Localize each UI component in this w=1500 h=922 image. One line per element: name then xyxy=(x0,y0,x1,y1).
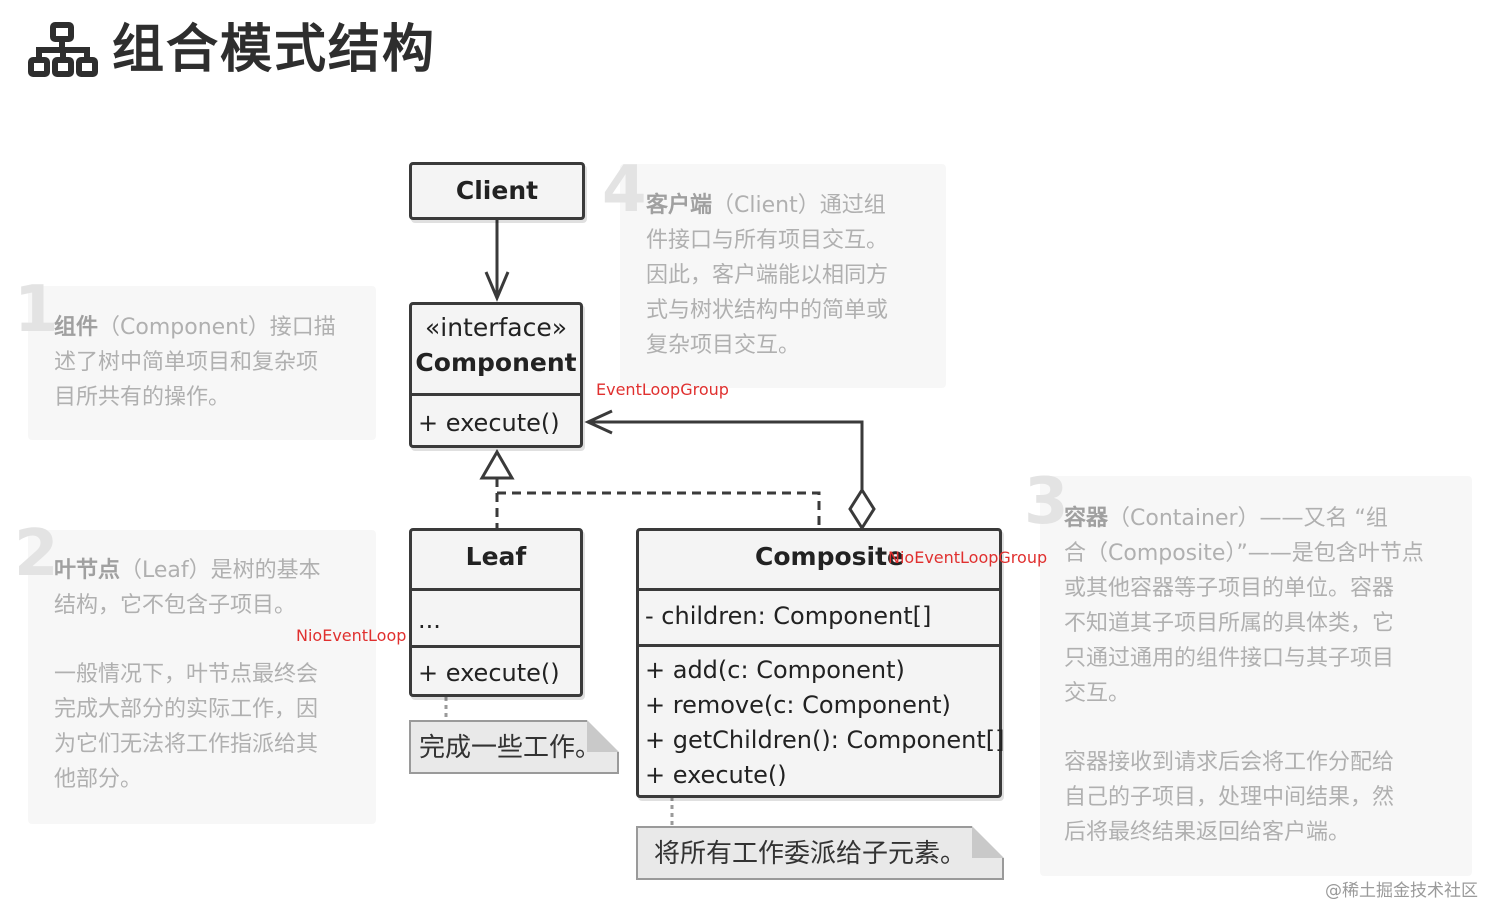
panel-number-1: 1 xyxy=(14,273,59,347)
class-component: «interface» Component + execute() xyxy=(409,302,583,448)
aggregation-arrowhead xyxy=(584,409,613,435)
class-client: Client xyxy=(409,162,585,220)
leaf-field: ... xyxy=(418,606,441,634)
composite-method: + getChildren(): Component[] xyxy=(645,726,1005,754)
aggregation-diamond xyxy=(848,487,876,531)
leaf-note: 完成一些工作。 xyxy=(409,720,619,774)
panel-client-description xyxy=(620,164,946,388)
class-component-name: Component xyxy=(415,348,577,377)
leaf-method: + execute() xyxy=(418,659,560,687)
composite-note-text: 将所有工作委派给子元素。 xyxy=(654,839,967,869)
composite-realization-line xyxy=(497,491,821,528)
composite-field: - children: Component[] xyxy=(645,602,932,630)
composite-method: + remove(c: Component) xyxy=(645,691,951,719)
composite-method: + execute() xyxy=(645,761,787,789)
panel-leaf-description xyxy=(28,530,376,824)
client-arrowhead xyxy=(484,271,510,302)
note-fold-icon xyxy=(587,720,619,752)
page-title: 组合模式结构 xyxy=(112,20,437,80)
panel-2-text: 叶节点（Leaf）是树的基本 结构，它不包含子项目。 一般情况下，叶节点最终会 … xyxy=(54,558,321,792)
note-fold-icon xyxy=(972,826,1004,858)
annotation-component: EventLoopGroup xyxy=(596,380,729,399)
watermark: @稀土掘金技术社区 xyxy=(1325,881,1478,901)
class-composite: Composite - children: Component[] + add(… xyxy=(636,528,1005,798)
realization-triangle xyxy=(479,448,515,480)
leaf-note-text: 完成一些工作。 xyxy=(419,733,602,763)
panel-3-bold: 容器 xyxy=(1064,506,1109,531)
class-leaf-name: Leaf xyxy=(465,542,527,571)
panel-number-2: 2 xyxy=(14,517,59,591)
panel-number-4: 4 xyxy=(602,153,647,227)
annotation-composite: NioEventLoopGroup xyxy=(888,548,1048,567)
panel-component-description xyxy=(28,286,376,440)
class-leaf: Leaf ... + execute() xyxy=(409,528,583,697)
aggregation-line xyxy=(588,420,864,496)
panel-1-bold: 组件 xyxy=(54,315,99,340)
panel-container-description xyxy=(1040,476,1472,876)
panel-3-text: 容器（Container）——又名 “组 合（Composite）”——是包含叶… xyxy=(1064,506,1424,845)
panel-4-bold: 客户端 xyxy=(646,193,713,218)
panel-number-3: 3 xyxy=(1024,465,1069,539)
panel-2-bold: 叶节点 xyxy=(54,558,121,583)
composite-note: 将所有工作委派给子元素。 xyxy=(636,826,1004,880)
class-component-stereotype: «interface» xyxy=(424,313,568,342)
class-client-name: Client xyxy=(455,176,539,205)
annotation-leaf: NioEventLoop xyxy=(296,626,407,645)
hierarchy-icon xyxy=(28,22,98,77)
panel-4-text: 客户端（Client）通过组 件接口与所有项目交互。 因此，客户端能以相同方 式… xyxy=(646,193,889,358)
class-composite-name: Composite xyxy=(755,542,904,571)
composite-method: + add(c: Component) xyxy=(645,656,905,684)
panel-1-text: 组件（Component）接口描 述了树中简单项目和复杂项 目所共有的操作。 xyxy=(54,315,336,410)
component-method: + execute() xyxy=(418,409,560,437)
